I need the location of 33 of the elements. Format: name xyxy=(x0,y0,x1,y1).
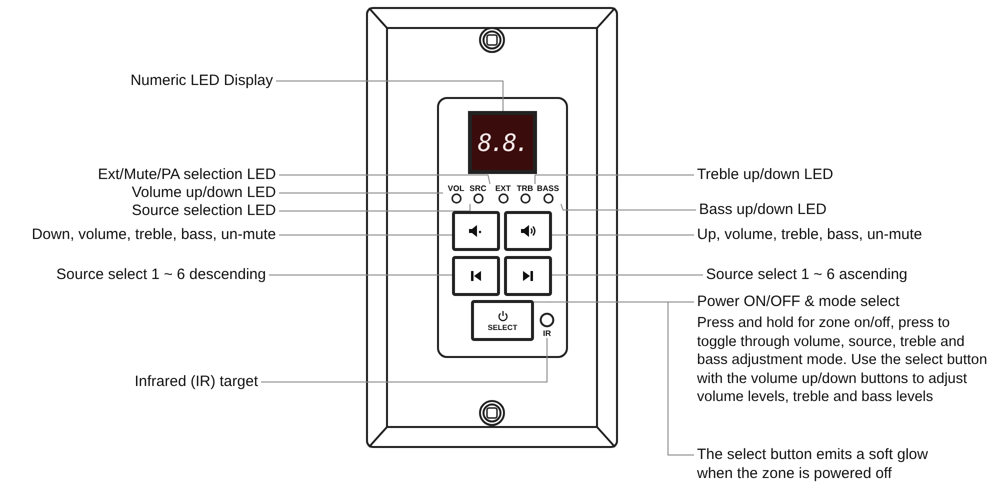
callout-label: Power ON/OFF & mode select xyxy=(697,293,900,310)
note-text: The select button emits a soft glow when the zone is powered off xyxy=(697,446,959,483)
callout-label: Source select 1 ~ 6 ascending xyxy=(706,266,908,283)
leader-line xyxy=(552,274,704,276)
leader-line xyxy=(278,204,470,212)
previous-button xyxy=(452,256,500,296)
callout-label: Source select 1 ~ 6 descending xyxy=(56,266,266,283)
callout-label: Source selection LED xyxy=(132,202,276,219)
leader-line xyxy=(268,274,452,276)
leader-line xyxy=(260,338,548,382)
callout-label: Infrared (IR) target xyxy=(134,373,258,390)
callout-label: Bass up/down LED xyxy=(699,201,827,218)
volume-down-button xyxy=(452,211,500,251)
callout-label: Numeric LED Display xyxy=(130,72,273,89)
callout-label: Treble up/down LED xyxy=(697,166,834,183)
leader-line xyxy=(276,80,504,112)
leader-line xyxy=(278,174,490,184)
volume-up-button xyxy=(504,211,552,251)
callout-label: Ext/Mute/PA selection LED xyxy=(98,166,276,183)
leader-line xyxy=(552,234,694,236)
leader-line xyxy=(560,204,696,210)
next-button xyxy=(504,256,552,296)
leader-line xyxy=(278,234,452,236)
ir-sensor: IR xyxy=(538,312,556,338)
callout-label: Down, volume, treble, bass, un-mute xyxy=(32,226,276,243)
leader-line xyxy=(534,174,694,184)
description-text: Press and hold for zone on/off, press to toggle through volume, source, treble and bass adjustment mode. Use the select button with the volume up/down buttons to adjust volume levels, treble and bass levels xyxy=(697,314,988,406)
callout-label: Volume up/down LED xyxy=(132,184,276,201)
leader-line xyxy=(534,302,694,456)
leader-line xyxy=(278,192,444,194)
callout-label: Up, volume, treble, bass, un-mute xyxy=(697,226,922,243)
led-display: 8.8. xyxy=(468,111,537,174)
status-led: BASS xyxy=(535,184,561,204)
